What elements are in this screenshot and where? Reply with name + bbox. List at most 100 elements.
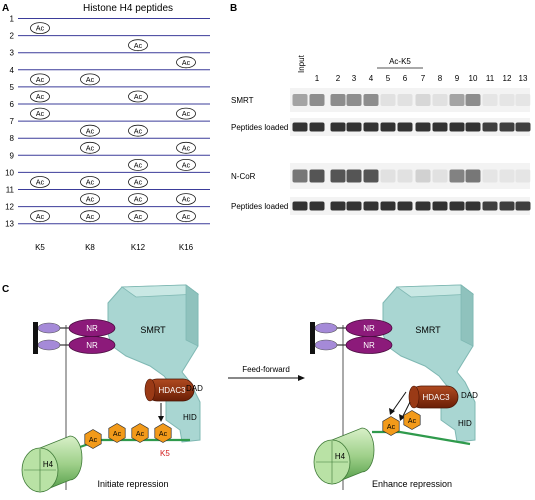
blot-band — [482, 94, 498, 106]
blot-band — [309, 122, 325, 132]
left-diagram: SMRT NR NR HDAC3 DAD HID — [21, 284, 203, 493]
blot-band — [309, 169, 325, 183]
ac-tag-label: Ac — [182, 214, 191, 221]
dad-label-right: DAD — [461, 391, 478, 400]
histone-tail-right — [372, 430, 471, 446]
h4-cylinder-right: H4 — [313, 427, 375, 485]
dad-label-left: DAD — [186, 384, 203, 393]
nr-label-right-2: NR — [363, 341, 375, 350]
ac-hexagon-label: Ac — [136, 431, 145, 438]
site-label: K5 — [35, 243, 45, 252]
blot-band — [330, 122, 346, 132]
ac-tag-label: Ac — [134, 214, 143, 221]
hdac3-right: HDAC3 — [408, 385, 459, 409]
blot-band — [346, 201, 362, 211]
nr-label-left-2: NR — [86, 341, 98, 350]
blot-band — [449, 169, 465, 183]
ac-tag-label: Ac — [36, 77, 45, 84]
peptide-row-number: 3 — [10, 49, 15, 58]
blot-band — [346, 169, 362, 183]
blot-band — [499, 169, 515, 183]
lane-number: 9 — [455, 74, 460, 83]
blot-band — [380, 169, 396, 183]
lane-number: 5 — [386, 74, 391, 83]
blot-band — [432, 122, 448, 132]
ac-tag-oval — [128, 39, 148, 52]
peptide-row: 2Ac — [10, 22, 210, 41]
smrt-label-right: SMRT — [415, 325, 441, 335]
coreceptor-oval-right-2 — [314, 339, 338, 351]
blot-band — [515, 169, 531, 183]
ac-tag-label: Ac — [182, 197, 191, 204]
peptide-row-number: 8 — [10, 134, 15, 143]
hdac3-left: HDAC3 — [144, 378, 195, 402]
site-label: K12 — [131, 243, 146, 252]
ac-hexagon: Ac — [382, 416, 400, 436]
panel-c-label: C — [2, 284, 9, 295]
blot-band — [499, 201, 515, 211]
panel-a-label: A — [2, 3, 9, 14]
nr-label-right-1: NR — [363, 324, 375, 333]
arrow-head-left — [158, 416, 164, 422]
ac-tag-oval — [80, 193, 100, 206]
peptide-row-number: 11 — [6, 186, 15, 195]
h4-label-right: H4 — [335, 452, 346, 461]
blot-label: Peptides loaded — [231, 123, 288, 132]
peptide-row: 4Ac — [10, 56, 210, 75]
ac-tag-label: Ac — [86, 197, 95, 204]
blot-band — [515, 122, 531, 132]
blot-band — [415, 94, 431, 106]
ac-tag-label: Ac — [86, 145, 95, 152]
panel-a-title: Histone H4 peptides — [83, 3, 173, 14]
lane-number: 7 — [421, 74, 426, 83]
ac-k5-label: Ac-K5 — [389, 57, 411, 66]
ac-tag-oval — [176, 158, 196, 171]
ac-tag-oval — [128, 176, 148, 188]
blot-band — [292, 94, 308, 106]
ac-tag-oval — [128, 193, 148, 206]
ac-tag-label: Ac — [86, 214, 95, 221]
ac-tag-label: Ac — [134, 43, 143, 50]
ac-tag-label: Ac — [36, 26, 45, 33]
ac-tag-oval — [30, 107, 50, 120]
blot-band — [465, 169, 481, 183]
right-caption: Enhance repression — [372, 479, 452, 489]
blot-label: SMRT — [231, 96, 254, 105]
smrt-left: SMRT — [107, 284, 201, 443]
blot-band — [292, 169, 308, 183]
blot-band — [482, 201, 498, 211]
ac-tag-oval — [30, 176, 50, 188]
peptide-row-number: 12 — [5, 203, 14, 212]
ac-hexagon: Ac — [108, 423, 126, 443]
ac-tag-label: Ac — [134, 94, 143, 101]
anchor-bar-left — [33, 322, 38, 354]
blot-band — [346, 122, 362, 132]
blot-band — [432, 94, 448, 106]
blot-band — [432, 201, 448, 211]
blot-strip: Peptides loaded — [231, 118, 531, 136]
blot-band — [449, 122, 465, 132]
peptide-row: 3 Ac — [10, 39, 210, 58]
ac-tag-label: Ac — [36, 214, 45, 221]
blot-band — [380, 94, 396, 106]
ac-tag-oval — [176, 210, 196, 223]
ac-hexagon: Ac — [154, 423, 172, 443]
blot-band — [432, 169, 448, 183]
lane-number: 1 — [315, 74, 320, 83]
ac-tag-label: Ac — [36, 111, 45, 118]
peptide-row-number: 10 — [5, 168, 14, 177]
blot-band — [482, 169, 498, 183]
